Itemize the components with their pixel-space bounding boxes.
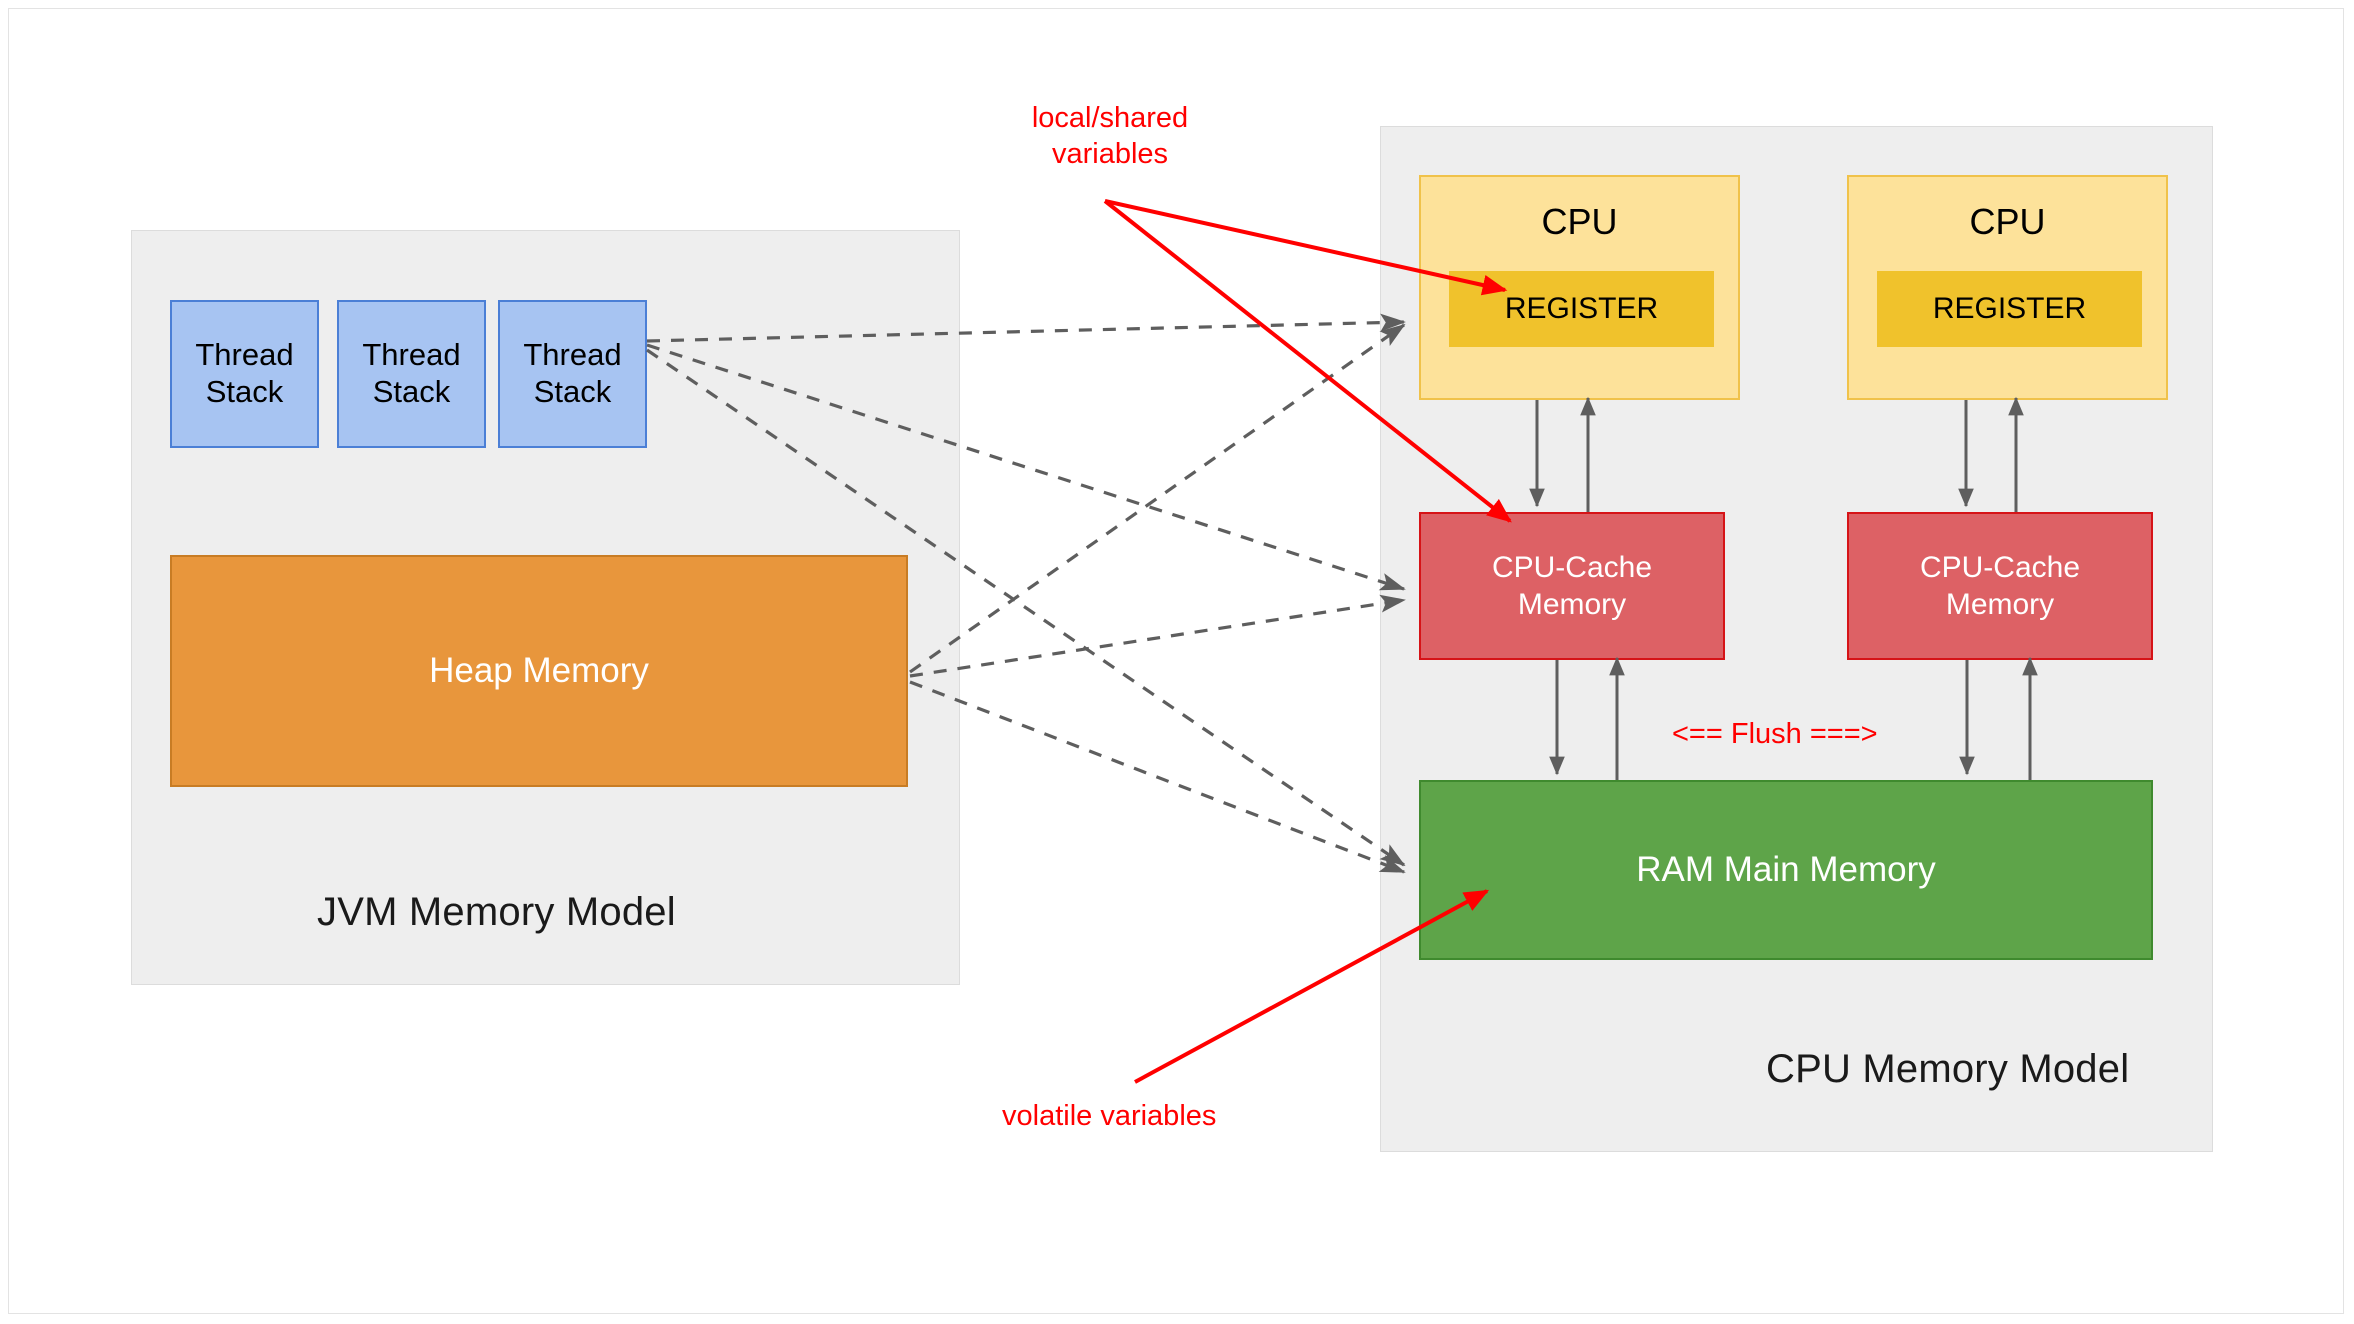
thread-stack-label-line1: Thread	[523, 337, 622, 373]
register-label-2: REGISTER	[1932, 292, 2087, 325]
annotation-local-shared-variables: local/shared variables	[1015, 100, 1205, 173]
annotation-flush-label: <== Flush ===>	[1672, 718, 1878, 750]
heap-memory-label: Heap Memory	[429, 651, 649, 691]
register-box-1: REGISTER	[1449, 271, 1714, 347]
cpu-memory-model-title: CPU Memory Model	[1766, 1047, 2130, 1091]
cpu-label-1: CPU	[1541, 201, 1618, 242]
cpu-cache-label-line2: Memory	[1945, 588, 2055, 621]
cpu-cache-label-line1: CPU-Cache	[1919, 550, 2081, 584]
cpu-core-box-1: CPU REGISTER	[1419, 175, 1740, 400]
ram-main-memory-label: RAM Main Memory	[1636, 850, 1936, 889]
register-label-1: REGISTER	[1504, 292, 1659, 325]
thread-stack-label-line2: Stack	[533, 374, 612, 409]
cpu-label-2: CPU	[1969, 201, 2046, 242]
thread-stack-label-line1: Thread	[362, 337, 461, 373]
cpu-cache-memory-box-1: CPU-Cache Memory	[1419, 512, 1725, 660]
ram-main-memory-box: RAM Main Memory	[1419, 780, 2153, 960]
dashed-connector-heap-to-ram	[909, 680, 1406, 874]
thread-stack-label-line1: Thread	[195, 337, 294, 373]
annotation-local-shared-line1: local/shared	[1031, 102, 1189, 134]
annotation-local-shared-line2: variables	[1051, 138, 1169, 171]
thread-stack-box-1: Thread Stack	[170, 300, 319, 448]
thread-stack-label-line2: Stack	[372, 374, 451, 409]
cpu-cache-label-line2: Memory	[1517, 588, 1627, 621]
thread-stack-label-line2: Stack	[205, 374, 284, 409]
dashed-connector-heap-to-cpu-cache	[909, 594, 1406, 678]
dashed-connector-heap-to-register	[909, 323, 1406, 674]
cpu-core-box-2: CPU REGISTER	[1847, 175, 2168, 400]
annotation-volatile-variables: volatile variables	[1002, 1100, 1217, 1132]
cpu-cache-label-line1: CPU-Cache	[1491, 550, 1653, 584]
register-box-2: REGISTER	[1877, 271, 2142, 347]
heap-memory-box: Heap Memory	[170, 555, 908, 787]
jvm-memory-model-title: JVM Memory Model	[317, 890, 676, 934]
thread-stack-box-3: Thread Stack	[498, 300, 647, 448]
cpu-cache-memory-box-2: CPU-Cache Memory	[1847, 512, 2153, 660]
thread-stack-box-2: Thread Stack	[337, 300, 486, 448]
